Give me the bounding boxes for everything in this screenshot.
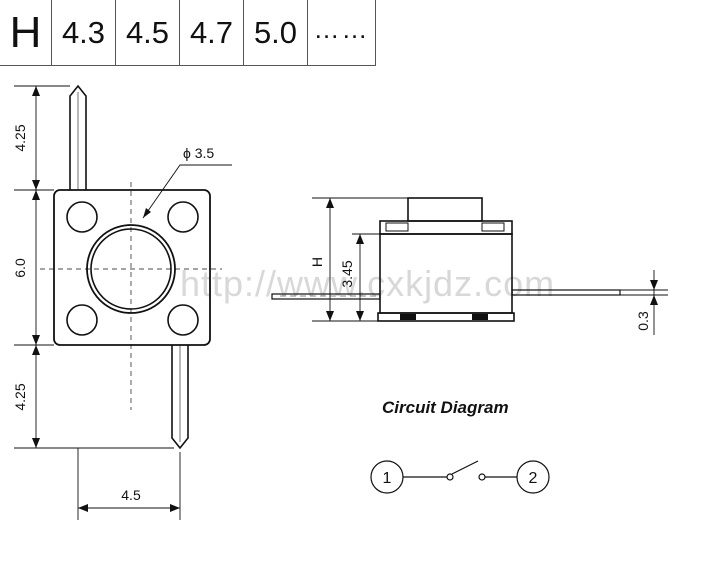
switch-body-outline — [53, 189, 211, 346]
top-pin — [69, 84, 87, 190]
side-vertical-dimensions — [312, 197, 408, 322]
base-foot-right — [472, 314, 488, 320]
circuit-diagram-title: Circuit Diagram — [382, 398, 509, 417]
corner-hole-bottom-right — [167, 304, 199, 336]
bottom-pin-length-label: 4.25 — [12, 383, 28, 410]
width-dimension-arrows — [78, 504, 180, 512]
switch-lever — [451, 460, 479, 475]
diameter-leader-arrow — [143, 208, 151, 218]
lead-right — [511, 289, 621, 296]
node-2-label: 2 — [529, 470, 538, 487]
lead-thickness-arrows — [650, 280, 658, 305]
height-option-1: 4.3 — [52, 0, 116, 65]
height-spec-table: H 4.3 4.5 4.7 5.0 …… — [0, 0, 376, 66]
height-option-4: 5.0 — [244, 0, 308, 65]
top-plate-tab-right — [481, 222, 505, 232]
node-1-label: 1 — [383, 470, 392, 487]
actuator-cap — [407, 197, 483, 222]
node-2-circle — [516, 460, 550, 494]
base-foot-left — [400, 314, 416, 320]
vertical-dimension-arrows — [32, 86, 40, 448]
lead-thickness-label: 0.3 — [635, 311, 651, 331]
side-view — [271, 197, 668, 335]
height-option-3: 4.7 — [180, 0, 244, 65]
lead-left — [271, 293, 381, 300]
button-diameter-label: ϕ 3.5 — [183, 145, 214, 161]
side-dimension-arrows — [326, 198, 364, 321]
diameter-leader — [142, 164, 232, 219]
corner-hole-bottom-left — [66, 304, 98, 336]
width-label: 4.5 — [121, 487, 141, 503]
contact-right — [478, 473, 486, 481]
top-pin-length-label: 4.25 — [12, 124, 28, 151]
bottom-pin — [171, 345, 189, 450]
corner-hole-top-right — [167, 201, 199, 233]
top-plate-tab-left — [385, 222, 409, 232]
height-option-more: …… — [308, 0, 376, 65]
width-dimension — [77, 448, 181, 520]
vertical-dimension-chain — [14, 85, 174, 449]
height-label: H — [0, 0, 52, 65]
watermark-text: http://www.cxkjdz.com — [180, 263, 555, 304]
base-plate — [377, 312, 515, 322]
corner-hole-top-left — [66, 201, 98, 233]
circuit-schematic — [370, 460, 550, 494]
contact-left — [446, 473, 454, 481]
housing-height-label: 3.45 — [339, 260, 355, 287]
body-height-label: 6.0 — [12, 258, 28, 278]
height-option-2: 4.5 — [116, 0, 180, 65]
top-view — [14, 84, 232, 520]
total-height-label: H — [309, 257, 325, 267]
